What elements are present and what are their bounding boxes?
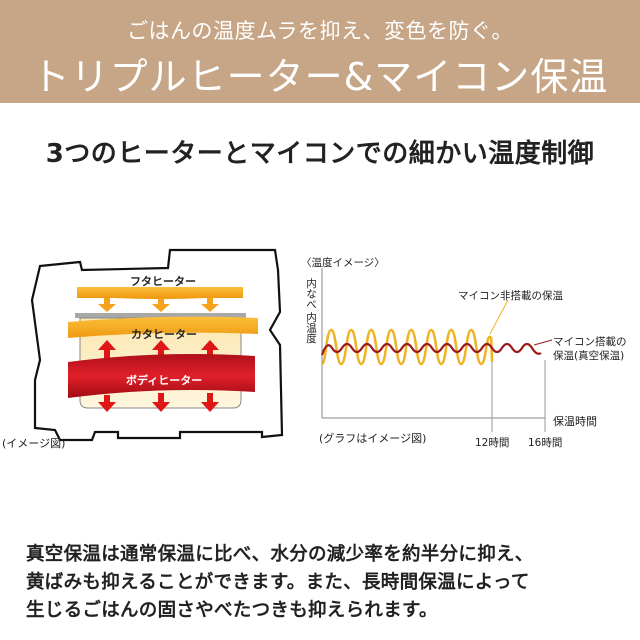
diagram-caption: (イメージ図) [2, 437, 66, 450]
header-banner: ごはんの温度ムラを抑え、変色を防ぐ。 トリプルヒーター&マイコン保温 [0, 0, 640, 103]
temperature-chart [320, 268, 553, 432]
shoulder-heater-label: カタヒーター [131, 328, 197, 341]
body-heater-label: ボディヒーター [126, 374, 203, 387]
description-line-3: 生じるごはんの固さやべたつきも抑えられます。 [26, 600, 438, 621]
tick-12-hours: 12時間 [475, 437, 510, 449]
header-title: トリプルヒーター&マイコン保温 [31, 55, 609, 99]
graph-ylabel-line2: 内温度 [305, 312, 317, 344]
section-headline: 3つのヒーターとマイコンでの細かい温度制御 [45, 139, 595, 169]
description-text: 真空保温は通常保温に比べ、水分の減少率を約半分に抑え、 黄ばみも抑えることができ… [26, 541, 626, 625]
graph-caption: (グラフはイメージ図) [319, 432, 427, 445]
rice-cooker-illustration [30, 248, 284, 442]
series-label-without-micom: マイコン非搭載の保温 [458, 290, 563, 302]
series-label-with-micom-1: マイコン搭載の [553, 336, 627, 348]
description-line-1: 真空保温は通常保温に比べ、水分の減少率を約半分に抑え、 [26, 544, 534, 565]
graph-title: 〈温度イメージ〉 [301, 257, 385, 269]
series-label-with-micom-2: 保温(真空保温) [553, 350, 625, 362]
heater-diagram: フタヒーター カタヒーター ボディヒーター (イメージ図) [0, 240, 300, 455]
description-line-2: 黄ばみも抑えることができます。また、長時間保温によって [26, 572, 530, 593]
tick-16-hours: 16時間 [528, 437, 563, 449]
graph-xlabel: 保温時間 [553, 415, 597, 428]
header-subtitle: ごはんの温度ムラを抑え、変色を防ぐ。 [127, 19, 513, 43]
temperature-graph: 〈温度イメージ〉 内なべ 内温度 マイコン非搭載の保温 マイコン搭載の 保温(真… [285, 250, 640, 460]
lid-heater-label: フタヒーター [130, 275, 196, 288]
graph-ylabel-line1: 内なべ [305, 278, 317, 310]
